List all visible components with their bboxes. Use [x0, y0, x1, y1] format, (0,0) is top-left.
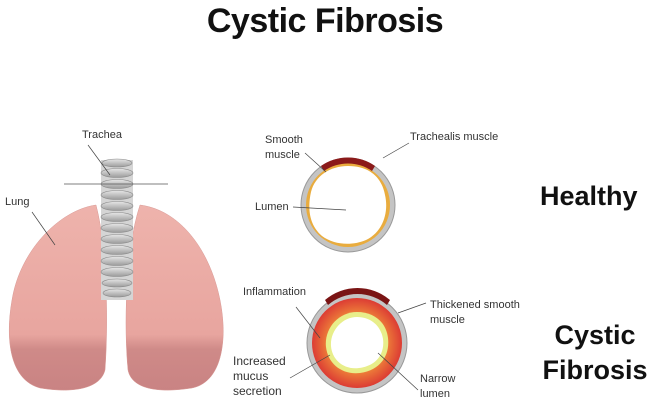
healthy-heading: Healthy — [540, 181, 638, 211]
mucus-label-line1: Increased — [233, 354, 286, 368]
trachea-label: Trachea — [82, 129, 122, 141]
inflammation-label: Inflammation — [243, 286, 306, 298]
page-title: Cystic Fibrosis — [206, 2, 444, 40]
narrow-lumen-label-line1: Narrow — [420, 373, 456, 385]
thickened-smooth-muscle-label-line1: Thickened smooth — [430, 299, 520, 311]
lumen-label: Lumen — [255, 201, 289, 213]
trachealis-muscle-label: Trachealis muscle — [410, 131, 499, 143]
cf-cross-section — [306, 287, 408, 394]
narrow-lumen-label-line2: lumen — [420, 388, 450, 400]
right-lung — [125, 204, 224, 391]
smooth-muscle-label-line2: muscle — [265, 149, 300, 161]
cf-heading-line1: Cystic — [554, 320, 636, 350]
thickened-smooth-muscle-label-line2: muscle — [430, 314, 465, 326]
cf-heading-line2: Fibrosis — [542, 355, 648, 385]
left-lung — [8, 204, 107, 391]
mucus-label-line2: mucus — [233, 369, 269, 383]
healthy-cross-section — [300, 157, 396, 253]
trachea — [100, 158, 134, 300]
smooth-muscle-label-line1: Smooth — [265, 134, 303, 146]
lung-label: Lung — [5, 196, 30, 208]
mucus-label-line3: secretion — [233, 384, 282, 398]
